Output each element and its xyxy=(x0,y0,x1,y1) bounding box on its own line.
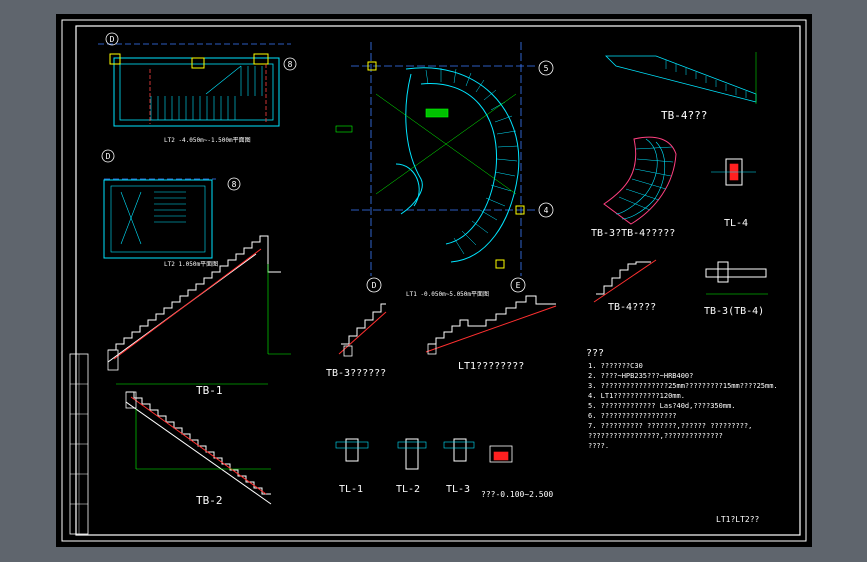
axis-label: D xyxy=(106,152,111,161)
note-line: 3. ????????????????25mm?????????15mm????… xyxy=(588,382,778,390)
note-line: 1. ???????C30 xyxy=(588,362,643,370)
note-line: 7. ?????????? ???????,?????? ?????????, xyxy=(588,422,752,430)
tl4-section: TL-4 xyxy=(711,158,756,229)
notes-heading: ??? xyxy=(586,348,604,359)
lt1-spiral-plan: 5 4 D E LT1 -0.050m~5.050m平面图 xyxy=(335,42,554,298)
note-line: 5. ????????????? Las?40d,????350mm. xyxy=(588,402,736,410)
note-line: ?????????????????,?????????????? xyxy=(588,432,723,440)
axis-label: 5 xyxy=(544,64,549,73)
axis-label: 8 xyxy=(288,60,293,69)
lt1-section-title: LT1???????? xyxy=(458,361,524,372)
note-line: 6. ?????????????????? xyxy=(588,412,677,420)
tb4-section-title: TB-4???? xyxy=(608,302,656,313)
note-line: ????. xyxy=(588,442,609,450)
lt1-plan-title: LT1 -0.050m~5.050m平面图 xyxy=(406,291,489,298)
axis-label: D xyxy=(372,281,377,290)
lt2-plan-upper-title: LT2 -4.050m~-1.500m平面图 xyxy=(164,137,251,144)
tb4-top-view: TB-4??? xyxy=(605,52,757,122)
tb2-title: TB-2 xyxy=(196,494,223,507)
frame-border xyxy=(75,25,801,536)
tb3-tb4-beam: TB-3(TB-4) xyxy=(704,261,768,317)
tb3-title: TB-3?????? xyxy=(326,368,386,379)
lt1-section: LT1???????? xyxy=(425,295,557,372)
note-line: 2. ????~HPB235???~HRB400? xyxy=(588,372,693,380)
sheet-title: LT1?LT2?? xyxy=(716,515,760,524)
tb4-section: TB-4???? xyxy=(593,259,657,313)
lt2-plan-lower: D 8 LT2 1.050m平面图 xyxy=(101,149,241,268)
title-block xyxy=(69,353,89,535)
tl2-title: TL-2 xyxy=(396,484,420,495)
tl3-title: TL-3 xyxy=(446,484,470,495)
drawing-canvas[interactable]: D 8 LT2 -4.050m~-1.500m平面图 D 8 xyxy=(56,14,812,547)
lt2-plan-lower-title: LT2 1.050m平面图 xyxy=(164,261,218,268)
tb3-section: TB-3?????? xyxy=(326,303,387,379)
tl-sections: TL-1 TL-2 TL-3 ???-0.100~2.500 xyxy=(335,438,553,499)
axis-label: 4 xyxy=(544,206,549,215)
tb1-title: TB-1 xyxy=(196,384,223,397)
tb3-tb4-title: TB-3(TB-4) xyxy=(704,306,764,317)
tl1-title: TL-1 xyxy=(339,484,363,495)
tl4-title: TL-4 xyxy=(724,218,748,229)
elevation-label: ???-0.100~2.500 xyxy=(481,490,553,499)
axis-label: E xyxy=(516,281,521,290)
axis-label: 8 xyxy=(232,180,237,189)
lt2-plan-upper: D 8 LT2 -4.050m~-1.500m平面图 xyxy=(98,32,297,144)
sheet-border xyxy=(61,19,807,542)
tb34-curved-plan: TB-3?TB-4????? xyxy=(591,136,677,239)
tb34-plan-title: TB-3?TB-4????? xyxy=(591,228,675,239)
note-line: 4. LT1???????????120mm. xyxy=(588,392,685,400)
notes-block: ??? 1. ???????C30 2. ????~HPB235???~HRB4… xyxy=(586,348,778,450)
tb2-section: TB-2 xyxy=(125,391,272,507)
axis-label: D xyxy=(110,35,115,44)
tb1-section: TB-1 xyxy=(107,235,291,397)
drawing-sheet: D 8 LT2 -4.050m~-1.500m平面图 D 8 xyxy=(56,14,812,547)
tb4-top-title: TB-4??? xyxy=(661,109,707,122)
